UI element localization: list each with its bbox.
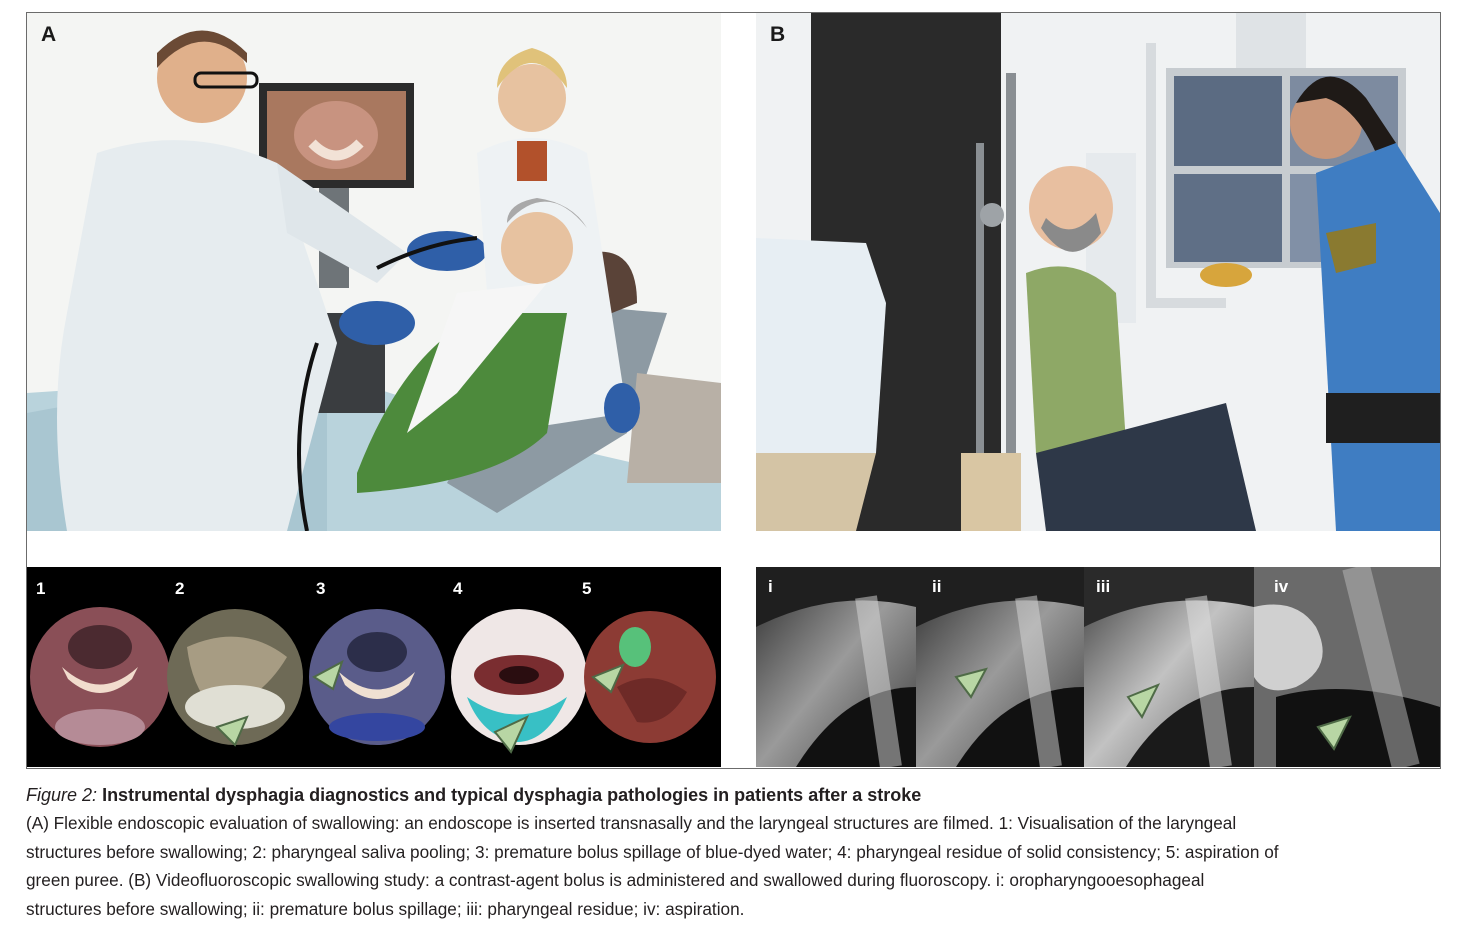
caption-title: Instrumental dysphagia diagnostics and t… (102, 785, 922, 805)
endoscopy-label-5: 5 (582, 579, 592, 598)
endoscopy-view-1 (30, 607, 170, 747)
panel-label-b: B (770, 23, 786, 46)
fluoroscopy-label-iii: iii (1096, 577, 1111, 596)
caption-line-4: structures before swallowing; ii: premat… (26, 898, 745, 919)
fluoroscopy-view-iv (1254, 563, 1440, 771)
endoscopy-label-3: 3 (316, 579, 326, 598)
endoscopy-view-5 (584, 611, 716, 743)
endoscopy-view-3 (309, 609, 445, 745)
panel-label-a: A (41, 23, 57, 46)
fluoroscopy-view-iii (1084, 567, 1254, 769)
endoscopy-view-4 (451, 609, 587, 754)
caption-line-3: green puree. (B) Videofluoroscopic swall… (26, 870, 1205, 891)
endoscopy-view-2 (167, 609, 303, 747)
fluoroscopy-scene-illustration (756, 13, 1440, 531)
fluoroscopy-view-i (756, 567, 916, 769)
caption-line-2: structures before swallowing; 2: pharyng… (26, 841, 1279, 862)
fluoroscopy-label-ii: ii (932, 577, 942, 596)
fluoroscopy-label-i: i (768, 577, 773, 596)
fluoroscopy-image-strip: i ii iii iv (756, 563, 1440, 771)
fluoroscopy-label-iv: iv (1274, 577, 1289, 596)
panel-b-illustration: B (756, 13, 1440, 531)
endoscopy-label-2: 2 (175, 579, 185, 598)
figure-caption: Figure 2: Instrumental dysphagia diagnos… (26, 783, 1436, 923)
endoscopy-image-strip: 1 2 3 4 5 (27, 567, 721, 767)
endoscopy-label-4: 4 (453, 579, 463, 598)
endoscopy-label-1: 1 (36, 579, 46, 598)
fluoroscopy-view-ii (916, 567, 1084, 769)
panel-a-illustration: A (27, 13, 721, 531)
caption-title-line: Figure 2: Instrumental dysphagia diagnos… (26, 783, 1436, 807)
figure-number: Figure 2: (26, 785, 98, 805)
fluoroscopy-images (756, 563, 1440, 771)
caption-body: (A) Flexible endoscopic evaluation of sw… (26, 809, 1436, 923)
caption-line-1: (A) Flexible endoscopic evaluation of sw… (26, 813, 1237, 833)
endoscopy-scene-illustration (27, 13, 721, 531)
endoscopy-images (27, 567, 721, 767)
